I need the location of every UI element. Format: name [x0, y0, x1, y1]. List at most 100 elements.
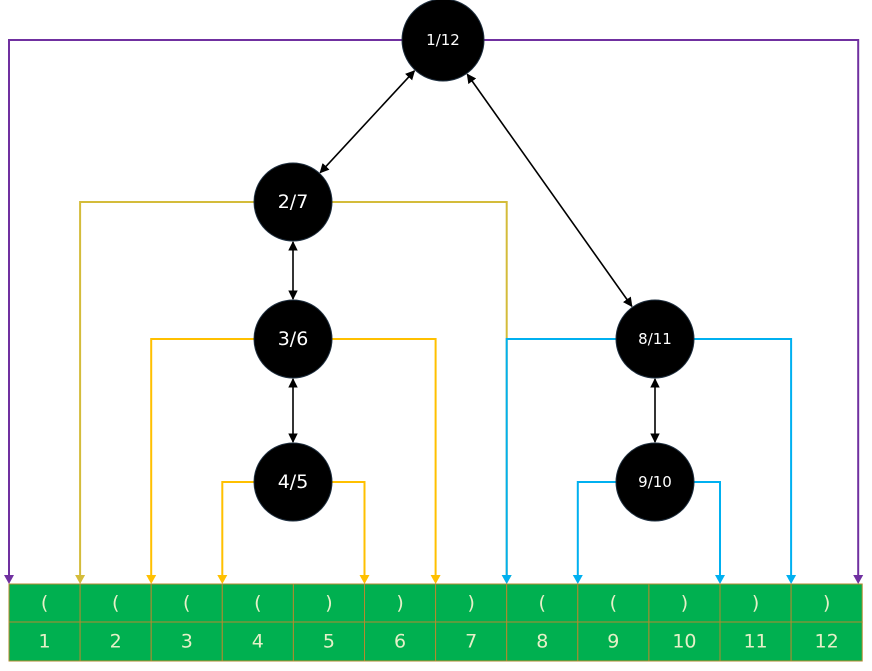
symbol-text: ( — [41, 592, 48, 614]
open-connector-line — [505, 338, 616, 576]
symbol-cell — [435, 583, 508, 623]
connector-n1 — [4, 39, 864, 584]
index-cell — [648, 621, 721, 662]
sequence-cell-3: (3 — [150, 583, 223, 662]
index-cell — [364, 621, 437, 662]
symbol-cell — [150, 583, 223, 623]
node-label: 3/6 — [278, 328, 309, 350]
connector-n4 — [217, 481, 370, 584]
open-arrowhead — [501, 575, 512, 584]
symbol-cell — [79, 583, 152, 623]
index-text: 5 — [323, 631, 335, 653]
symbol-text: ) — [396, 592, 403, 614]
tree-node-n3: 3/6 — [253, 299, 333, 379]
tree-node-n8: 8/11 — [615, 299, 695, 379]
sequence-cell-4: (4 — [221, 583, 294, 662]
tree-node-n4: 4/5 — [253, 442, 333, 522]
symbol-text: ( — [183, 592, 190, 614]
index-text: 11 — [743, 631, 767, 653]
sequence-cell-10: ) 10 — [648, 583, 721, 662]
index-text: 7 — [465, 631, 477, 653]
node-circle — [253, 299, 333, 379]
open-arrowhead — [217, 575, 228, 584]
symbol-text: ( — [254, 592, 261, 614]
tree-nodes: 1/12 2/7 3/6 4/5 8/11 9/10 — [253, 0, 695, 522]
index-text: 4 — [252, 631, 264, 653]
close-connector-line — [332, 338, 437, 576]
node-circle — [253, 442, 333, 522]
node-circle — [401, 0, 485, 82]
open-arrowhead — [75, 575, 86, 584]
open-connector-line — [8, 39, 402, 576]
symbol-text: ) — [823, 592, 830, 614]
close-connector-line — [332, 201, 508, 576]
index-cell — [790, 621, 863, 662]
node-label: 1/12 — [426, 31, 460, 49]
node-circle — [615, 299, 695, 379]
open-connector-line — [576, 481, 616, 576]
sequence-cell-2: (2 — [79, 583, 152, 662]
node-circle — [253, 162, 333, 242]
symbol-cell — [790, 583, 863, 623]
index-text: 2 — [110, 631, 122, 653]
open-connector-line — [221, 481, 254, 576]
sequence-cell-12: ) 12 — [790, 583, 863, 662]
sequence-cell-1: (1 — [8, 583, 81, 662]
node-label: 8/11 — [638, 330, 672, 348]
open-arrowhead — [146, 575, 157, 584]
tree-node-n9: 9/10 — [615, 442, 695, 522]
sequence-cell-6: )6 — [364, 583, 437, 662]
connector-n8 — [501, 338, 797, 584]
symbol-text: ( — [112, 592, 119, 614]
sequence-cell-5: )5 — [292, 583, 365, 662]
index-text: 9 — [607, 631, 619, 653]
sequence-cell-11: ) 11 — [719, 583, 792, 662]
close-connector-line — [484, 39, 860, 576]
index-cell — [221, 621, 294, 662]
close-connector-line — [694, 338, 793, 576]
tree-edges — [288, 70, 660, 443]
node-circle — [615, 442, 695, 522]
symbol-text: ) — [752, 592, 759, 614]
index-cell — [506, 621, 579, 662]
sequence-cell-7: )7 — [435, 583, 508, 662]
symbol-text: ( — [539, 592, 546, 614]
edge-n1-n2 — [319, 70, 416, 174]
node-label: 2/7 — [278, 191, 309, 213]
close-arrowhead — [715, 575, 725, 584]
symbol-cell — [364, 583, 437, 623]
close-connector-line — [332, 481, 366, 576]
index-cell — [719, 621, 792, 662]
tree-node-n2: 2/7 — [253, 162, 333, 242]
sequence-cell-8: (8 — [506, 583, 579, 662]
open-connector-line — [150, 338, 254, 576]
close-arrowhead — [359, 575, 370, 584]
index-text: 10 — [672, 631, 696, 653]
symbol-text: ) — [681, 592, 688, 614]
tree-node-n1: 1/12 — [401, 0, 485, 82]
close-connector-line — [694, 481, 721, 576]
close-arrowhead — [853, 575, 864, 584]
connector-n9 — [572, 481, 725, 584]
symbol-text: ) — [467, 592, 474, 614]
index-text: 1 — [39, 631, 51, 653]
close-arrowhead — [786, 575, 797, 584]
edge-n1-n8 — [466, 73, 633, 308]
close-arrowhead — [430, 575, 441, 584]
index-cell — [435, 621, 508, 662]
node-label: 9/10 — [638, 473, 672, 491]
index-cell — [150, 621, 223, 662]
node-label: 4/5 — [278, 471, 309, 493]
symbol-text: ) — [325, 592, 332, 614]
index-text: 8 — [536, 631, 548, 653]
index-text: 6 — [394, 631, 406, 653]
symbol-cell — [506, 583, 579, 623]
open-arrowhead — [572, 575, 583, 584]
index-text: 12 — [815, 631, 839, 653]
symbol-cell — [221, 583, 294, 623]
symbol-text: ( — [610, 592, 617, 614]
index-cell — [577, 621, 650, 662]
sequence-table: (1(2(3(4)5)6)7(8(9)10)11)12 — [8, 583, 863, 662]
symbol-cell — [292, 583, 365, 623]
